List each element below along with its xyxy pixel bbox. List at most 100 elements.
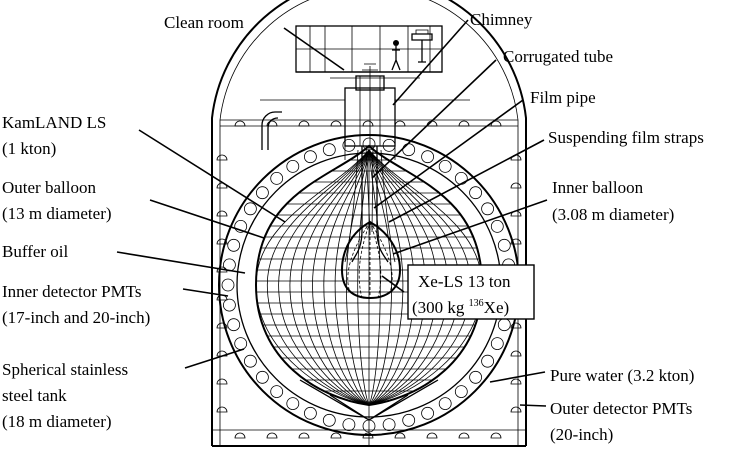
inner-pmt bbox=[497, 238, 511, 252]
label-chimney: Chimney bbox=[470, 10, 533, 29]
inner-pmt bbox=[382, 418, 396, 432]
inner-pmt bbox=[255, 186, 269, 200]
outer-pmt bbox=[266, 432, 278, 439]
inner-pmt bbox=[490, 337, 504, 351]
inner-pmt bbox=[402, 413, 416, 427]
outer-pmt bbox=[362, 120, 374, 127]
leader-inner-pmts bbox=[182, 288, 229, 297]
label-clean-room: Clean room bbox=[164, 13, 244, 32]
outer-pmt bbox=[510, 378, 522, 385]
outer-pmt bbox=[510, 238, 522, 245]
outer-pmt bbox=[234, 120, 246, 127]
inner-pmt bbox=[469, 370, 483, 384]
inner-pmt bbox=[303, 406, 317, 420]
outer-pmt bbox=[510, 322, 522, 329]
outer-pmt bbox=[216, 238, 228, 245]
outer-pmt bbox=[490, 432, 502, 439]
label-inner-detector-pmts: Inner detector PMTs bbox=[2, 282, 142, 301]
outer-vessel-inner-wall bbox=[219, 0, 519, 446]
inner-pmt bbox=[221, 278, 235, 292]
leader-pure-water bbox=[489, 371, 546, 383]
inner-pmt bbox=[222, 298, 236, 312]
inner-pmt bbox=[270, 171, 284, 185]
outer-pmt bbox=[426, 432, 438, 439]
label-outer-balloon: Outer balloon bbox=[2, 178, 96, 197]
leader-tank bbox=[184, 348, 245, 369]
inner-pmt bbox=[322, 143, 336, 157]
label-xe-ls-mass: (300 kg 136Xe) bbox=[412, 298, 509, 317]
leader-xe-ls bbox=[381, 275, 405, 293]
xe-ls-label-box bbox=[407, 264, 535, 320]
leader-kamland bbox=[138, 129, 286, 223]
balloon-meridian bbox=[312, 149, 370, 405]
balloon-meridian bbox=[323, 149, 370, 405]
inner-pmt bbox=[469, 186, 483, 200]
outer-pmt bbox=[510, 182, 522, 189]
balloon-meridian bbox=[289, 149, 370, 405]
inner-pmt bbox=[234, 337, 248, 351]
outer-pmt bbox=[216, 266, 228, 273]
inner-pmt bbox=[243, 202, 257, 216]
outer-pmt bbox=[216, 350, 228, 357]
inner-pmt bbox=[497, 318, 511, 332]
outer-pmt bbox=[216, 378, 228, 385]
outer-pmt bbox=[490, 120, 502, 127]
label-xe-ls: Xe-LS 13 ton bbox=[418, 272, 511, 291]
outer-pmt bbox=[234, 432, 246, 439]
inner-pmt bbox=[454, 171, 468, 185]
outer-pmt bbox=[216, 210, 228, 217]
inner-pmt bbox=[342, 418, 356, 432]
label-pure-water: Pure water (3.2 kton) bbox=[550, 366, 694, 385]
label-outer-balloon-diameter: (13 m diameter) bbox=[2, 204, 112, 223]
inner-pmt bbox=[255, 370, 269, 384]
inner-pmt bbox=[421, 150, 435, 164]
inner-pmt bbox=[322, 413, 336, 427]
leader-corrugated bbox=[371, 59, 497, 179]
worker-head bbox=[393, 40, 399, 46]
inner-pmt-ring bbox=[221, 137, 517, 433]
label-kamland-ls-mass: (1 kton) bbox=[2, 139, 56, 158]
outer-pmt bbox=[298, 432, 310, 439]
outer-pmt bbox=[216, 406, 228, 413]
inner-pmt bbox=[270, 385, 284, 399]
inner-pmt bbox=[382, 138, 396, 152]
balloon-meridian bbox=[334, 149, 370, 405]
inner-pmt bbox=[454, 385, 468, 399]
label-inner-balloon-diameter: (3.08 m diameter) bbox=[552, 205, 674, 224]
crane bbox=[411, 33, 433, 63]
leader-chimney bbox=[392, 19, 469, 106]
inner-pmt bbox=[421, 406, 435, 420]
inner-pmt bbox=[438, 397, 452, 411]
balloon-meridian bbox=[300, 149, 370, 405]
label-inner-balloon: Inner balloon bbox=[552, 178, 644, 197]
label-tank-diameter: (18 m diameter) bbox=[2, 412, 112, 431]
balloon-meridian bbox=[368, 149, 381, 405]
leader-inner-balloon bbox=[392, 199, 548, 255]
leader-clean-room bbox=[283, 27, 345, 71]
label-inner-detector-pmts-size: (17-inch and 20-inch) bbox=[2, 308, 150, 327]
inner-pmt bbox=[490, 219, 504, 233]
inner-pmt bbox=[481, 202, 495, 216]
leader-film-pipe bbox=[373, 99, 524, 209]
label-corrugated-tube: Corrugated tube bbox=[503, 47, 613, 66]
inner-pmt bbox=[481, 354, 495, 368]
leader-lines bbox=[116, 19, 548, 407]
outer-pmt bbox=[510, 350, 522, 357]
outer-pmt bbox=[330, 120, 342, 127]
balloon-meridian bbox=[278, 149, 370, 405]
inner-pmt bbox=[227, 318, 241, 332]
inner-pmt bbox=[286, 159, 300, 173]
worker-body bbox=[391, 46, 401, 71]
inner-pmt bbox=[286, 397, 300, 411]
label-tank-material: steel tank bbox=[2, 386, 67, 405]
leader-straps bbox=[388, 139, 545, 223]
label-tank: Spherical stainless bbox=[2, 360, 128, 379]
label-film-pipe: Film pipe bbox=[530, 88, 596, 107]
vessel-pipes bbox=[261, 111, 282, 150]
outer-pmt-set bbox=[216, 120, 522, 439]
outer-pmt bbox=[266, 120, 278, 127]
label-outer-detector-pmts-size: (20-inch) bbox=[550, 425, 613, 444]
inner-pmt bbox=[243, 354, 257, 368]
outer-pmt bbox=[216, 322, 228, 329]
